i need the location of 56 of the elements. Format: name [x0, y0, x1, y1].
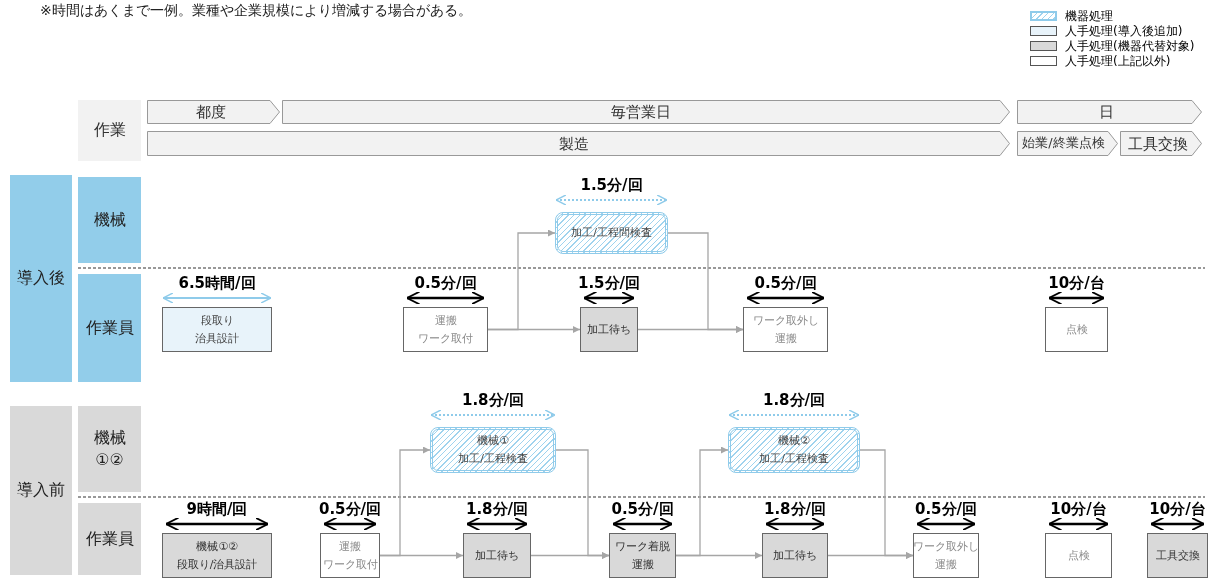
duration-label: 6.5時間/回	[178, 276, 256, 291]
note-text: ※時間はあくまで一例。業種や企業規模により増減する場合がある。	[40, 2, 472, 20]
duration-label: 9時間/回	[186, 502, 248, 517]
process-box: ワーク着脱運搬	[609, 533, 676, 578]
connector-arrow	[487, 229, 556, 331]
chevron-band: 都度	[147, 100, 280, 124]
duration-label: 10分/台	[1050, 502, 1107, 517]
duration-label: 1.8分/回	[461, 393, 525, 408]
process-box: ワーク取外し運搬	[913, 533, 979, 578]
chevron-band: 日	[1017, 100, 1202, 124]
machine-process-box: 機械②加工/工程検査	[728, 427, 860, 473]
legend-label: 人手処理(機器代替対象)	[1065, 40, 1195, 52]
chevron-band: 始業/終業点検	[1017, 131, 1118, 156]
process-box: 点検	[1045, 307, 1108, 352]
duration-label: 0.5分/回	[914, 502, 978, 517]
process-box: 段取り治具設計	[162, 307, 272, 352]
phase-band: 導入後	[10, 175, 72, 382]
duration-label: 0.5分/回	[414, 276, 477, 291]
duration-label: 1.8分/回	[763, 502, 827, 517]
process-box: ワーク取外し運搬	[743, 307, 828, 352]
duration-label: 0.5分/回	[754, 276, 817, 291]
lane-label: 作業員	[78, 274, 141, 382]
chevron-band: 工具交換	[1120, 131, 1202, 156]
process-box: 加工待ち	[580, 307, 638, 352]
chevron-band: 製造	[147, 131, 1010, 156]
chevron-band: 毎営業日	[282, 100, 1010, 124]
process-box: 点検	[1045, 533, 1112, 578]
process-box: 運搬ワーク取付	[320, 533, 380, 578]
machine-process-box: 加工/工程間検査	[555, 212, 668, 254]
connector-arrow	[530, 552, 610, 559]
duration-label: 1.8分/回	[465, 502, 529, 517]
process-box: 機械①②段取り/治具設計	[162, 533, 272, 578]
duration-label: 0.5分/回	[611, 502, 674, 517]
legend-label: 人手処理(上記以外)	[1065, 55, 1171, 67]
phase-band: 導入前	[10, 406, 72, 575]
machine-process-box: 機械①加工/工程検査	[430, 427, 556, 473]
process-box: 工具交換	[1147, 533, 1208, 578]
process-box: 運搬ワーク取付	[403, 307, 488, 352]
connector-arrow	[379, 446, 431, 557]
legend-label: 人手処理(導入後追加)	[1065, 25, 1183, 37]
lane-label: 作業員	[78, 503, 141, 575]
duration-label: 1.5分/回	[577, 276, 641, 291]
connector-arrow	[637, 326, 744, 333]
legend-label: 機器処理	[1065, 10, 1113, 22]
connector-arrow	[827, 552, 914, 559]
duration-label: 0.5分/回	[318, 502, 382, 517]
duration-label: 1.8分/回	[762, 393, 826, 408]
process-box: 加工待ち	[463, 533, 531, 578]
duration-label: 1.5分/回	[580, 178, 643, 193]
duration-label: 10分/台	[1149, 502, 1206, 517]
duration-label: 10分/台	[1048, 276, 1105, 291]
connector-arrow	[675, 446, 729, 557]
lane-label: 機械①②	[78, 406, 141, 492]
process-box: 加工待ち	[762, 533, 828, 578]
row-header: 作業	[78, 100, 141, 161]
lane-label: 機械	[78, 177, 141, 263]
